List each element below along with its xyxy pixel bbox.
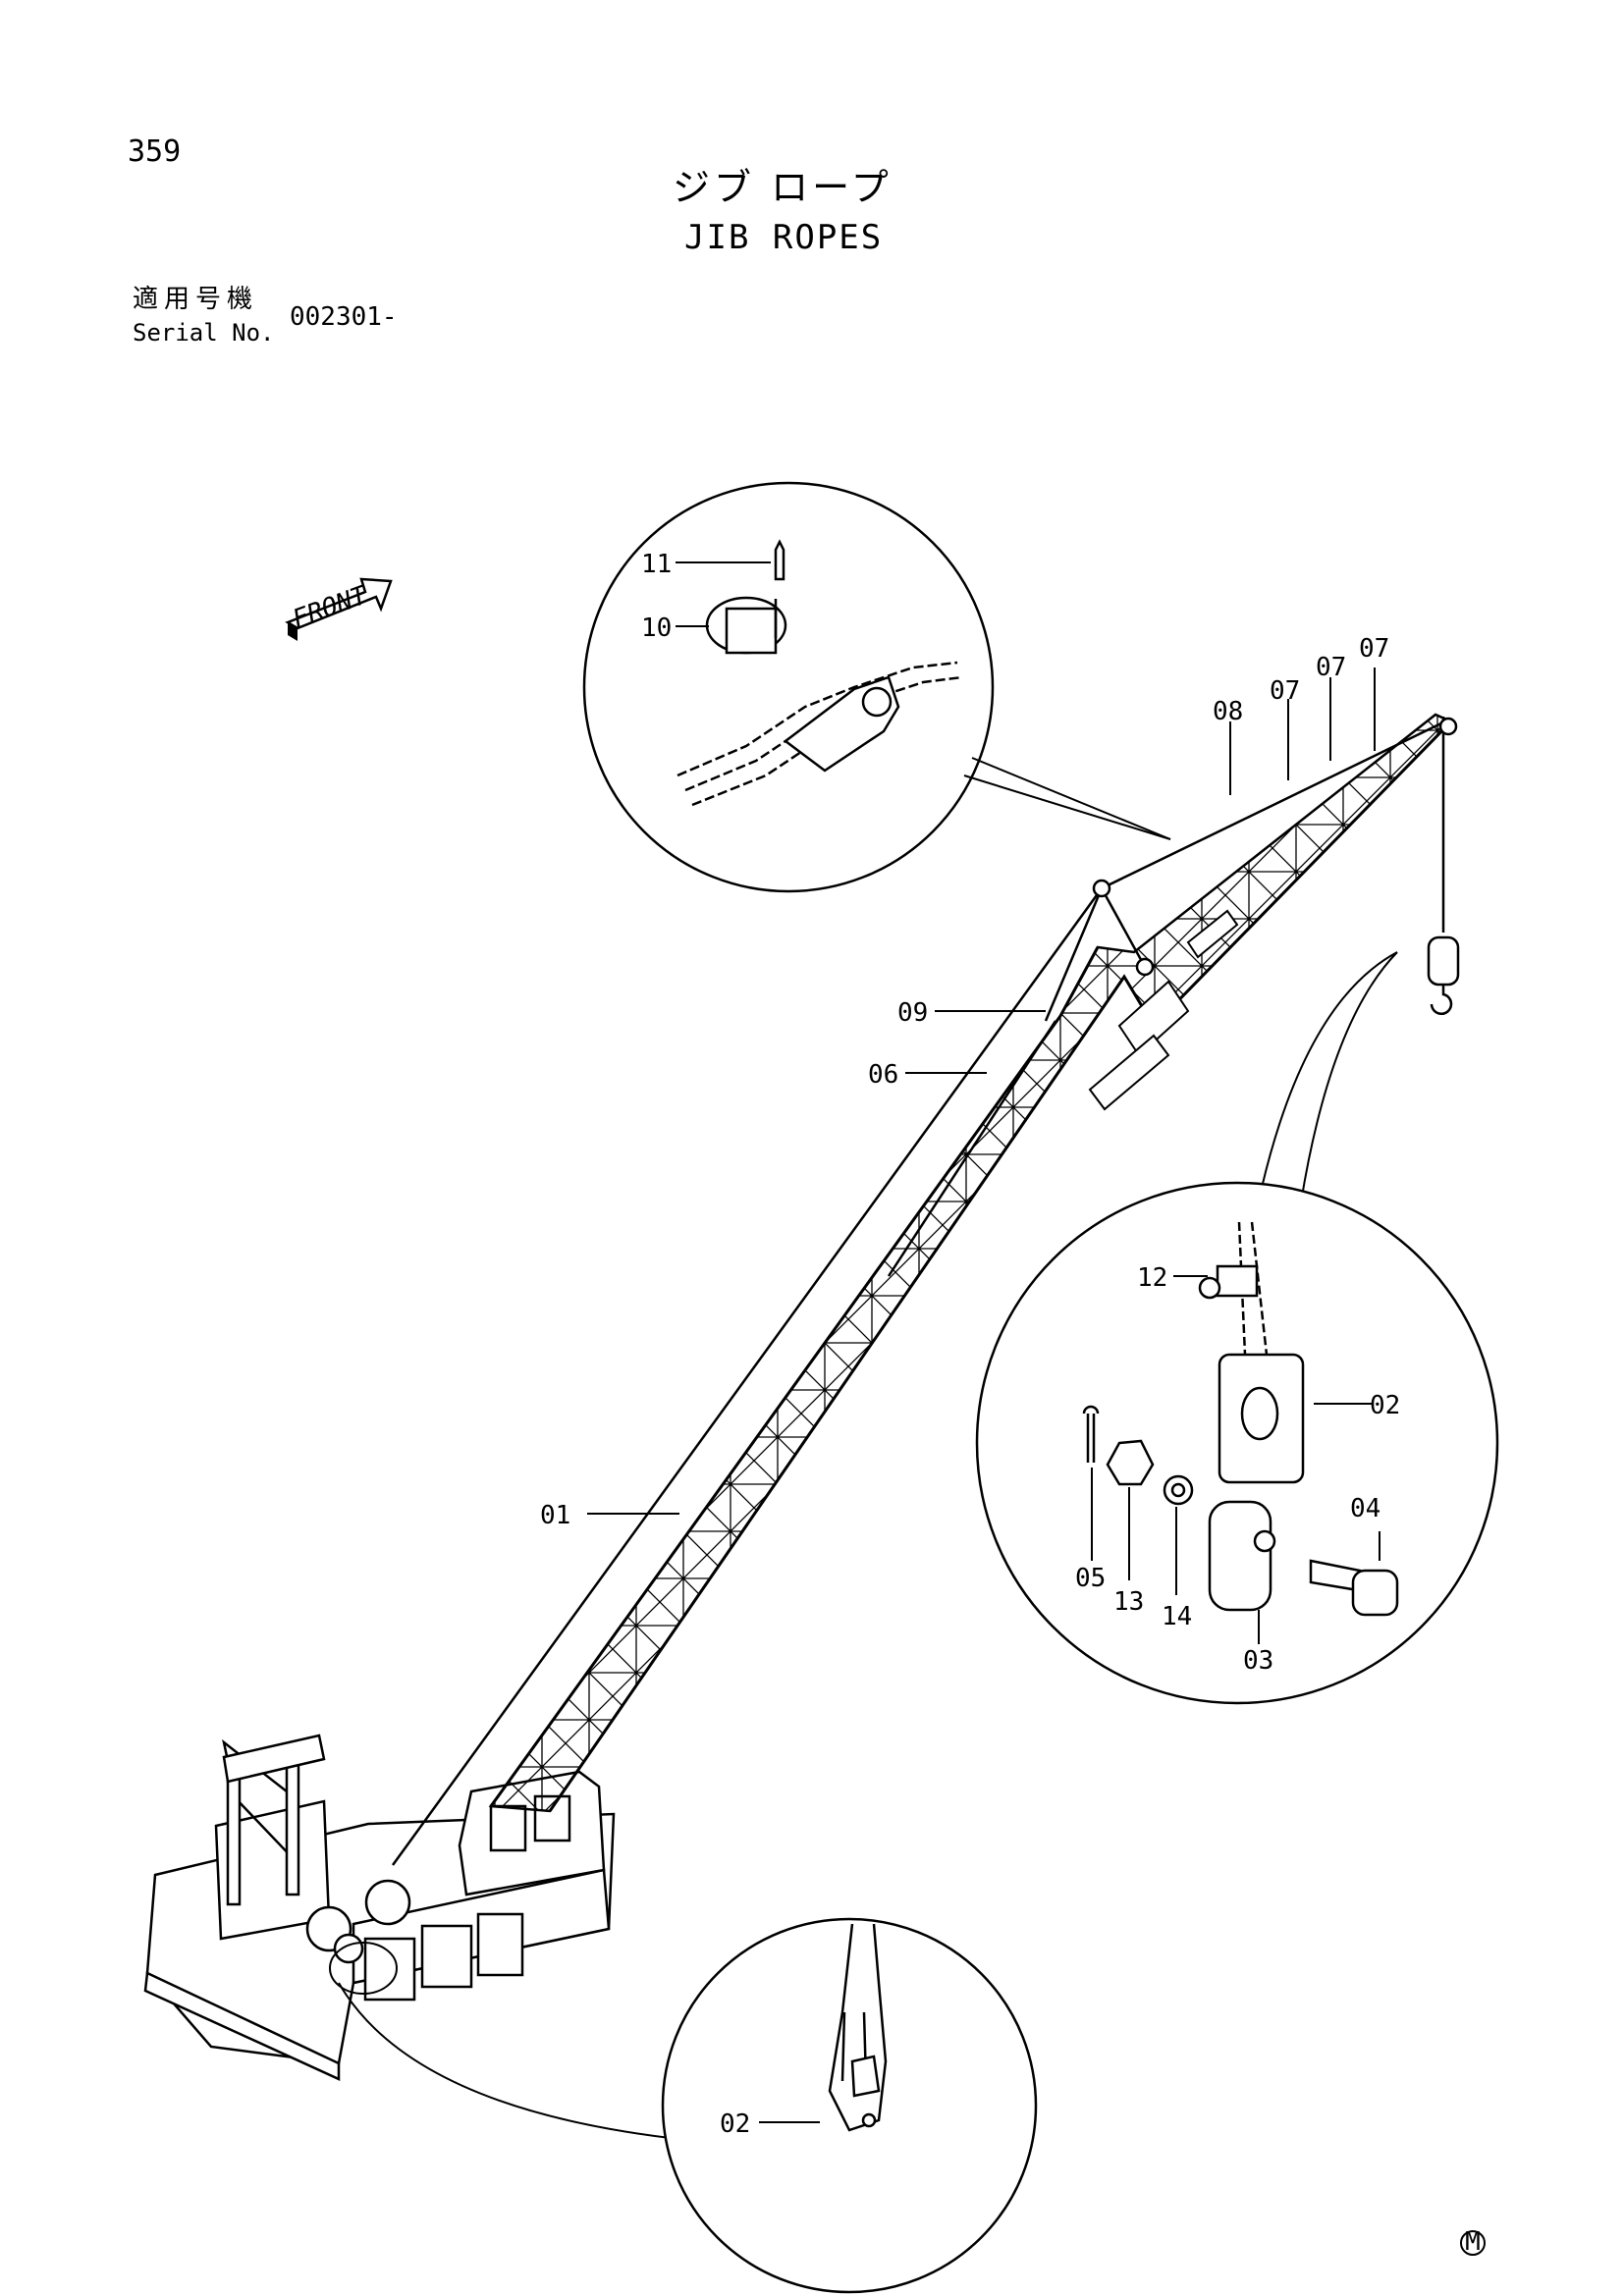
front-arrow-label: FRONT (289, 580, 372, 634)
callout-09: 09 (897, 998, 928, 1028)
crane-base (143, 1734, 616, 2081)
callout-03: 03 (1243, 1646, 1273, 1676)
detail-circle-bottom (338, 1917, 1038, 2294)
front-arrow-icon: FRONT (285, 577, 393, 641)
corner-mark-label: M (1465, 2227, 1481, 2257)
callout-07-c: 07 (1359, 634, 1389, 664)
hook-icon (1427, 935, 1460, 1016)
callout-02-bottom: 02 (720, 2109, 750, 2139)
serial-label-japanese: 適用号機 (133, 285, 259, 314)
detail-highlight-base (329, 1942, 398, 1995)
callout-10: 10 (641, 614, 672, 643)
callout-08: 08 (1213, 697, 1243, 726)
detail-circle-top (582, 481, 1171, 893)
detail-circle-right (975, 951, 1499, 1705)
title-english: JIB ROPES (684, 218, 884, 257)
callout-06: 06 (868, 1060, 898, 1090)
leader-lines (587, 561, 1380, 2123)
serial-label-english: Serial No. (133, 319, 275, 347)
jib-ropes (391, 717, 1458, 1866)
callout-12: 12 (1137, 1263, 1167, 1293)
callout-13: 13 (1113, 1587, 1144, 1617)
callout-07-a: 07 (1270, 676, 1300, 706)
serial-value: 002301- (290, 302, 398, 332)
title-japanese: ジブ ロープ (673, 166, 893, 209)
callout-07-b: 07 (1316, 653, 1346, 682)
callout-11: 11 (641, 550, 672, 579)
callout-02-right: 02 (1370, 1391, 1400, 1420)
callout-01: 01 (540, 1501, 570, 1530)
corner-mark-icon: M (1460, 2227, 1486, 2257)
page-number: 359 (128, 134, 182, 169)
callout-14: 14 (1162, 1602, 1192, 1631)
callout-04: 04 (1350, 1494, 1380, 1523)
callout-05: 05 (1075, 1564, 1106, 1593)
